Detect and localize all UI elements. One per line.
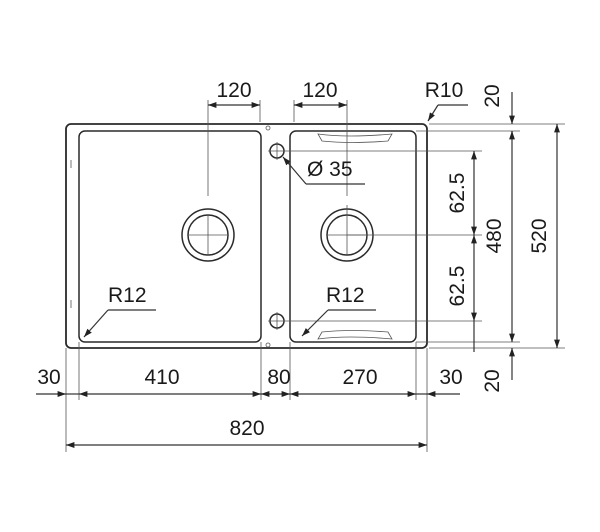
dim-top-right-120: 120 [302,79,337,102]
dim-top-left-120: 120 [216,79,251,102]
dim-top-offset-20: 20 [481,84,504,107]
dim-left-bowl-410: 410 [144,366,179,389]
upper-tap-hole [268,142,286,160]
dim-upper-62-5: 62.5 [446,173,469,214]
left-drain [181,208,235,262]
lower-tap-hole [268,312,286,330]
left-bowl-outline [78,130,262,343]
dim-divider-80: 80 [267,366,290,389]
right-bowl-outline [289,130,417,343]
divider-mark-bottom [265,342,271,348]
dim-right-bowl-radius: R12 [326,284,365,307]
dim-inner-depth-480: 480 [483,218,506,253]
dim-right-rim-30: 30 [439,366,462,389]
dim-total-depth-520: 520 [528,218,551,253]
dim-r10: R10 [425,79,464,102]
dim-total-width-820: 820 [229,417,264,440]
lower-overflow-slot [317,330,393,340]
upper-overflow-slot [317,133,393,143]
dim-lower-62-5: 62.5 [446,266,469,307]
sink-outer-outline [65,123,428,349]
dim-right-bowl-270: 270 [342,366,377,389]
dim-left-rim-30: 30 [37,366,60,389]
divider-mark-top [265,125,271,131]
dim-left-bowl-radius: R12 [108,284,147,307]
dim-bottom-offset-20: 20 [481,369,504,392]
dim-tap-hole-diameter: Ø 35 [307,158,353,181]
